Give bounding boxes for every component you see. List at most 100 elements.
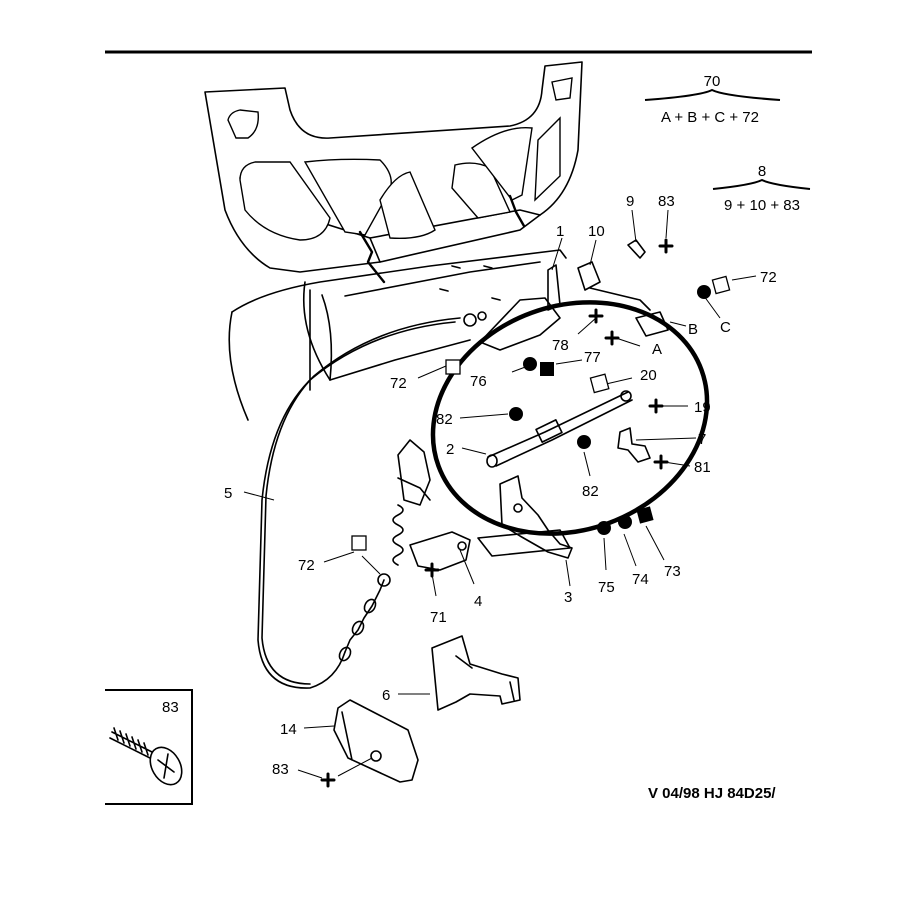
label-14: 14 xyxy=(280,721,297,738)
rear-body-shell xyxy=(228,249,567,421)
panel-cutout-3 xyxy=(379,171,436,240)
symbols xyxy=(320,238,731,788)
cable-crimp-2 xyxy=(351,620,365,636)
bracket xyxy=(431,635,521,711)
lock-mechanism xyxy=(477,475,573,559)
label-72: 72 xyxy=(298,557,315,574)
panel-cutout-1 xyxy=(239,161,331,241)
label-7: 7 xyxy=(698,431,706,448)
label-83: 83 xyxy=(658,193,675,210)
label-72: 72 xyxy=(390,375,407,392)
label-A: A xyxy=(652,341,662,358)
label-3: 3 xyxy=(564,589,572,606)
formula-70: 70 A + B + C + 72 xyxy=(644,73,781,126)
panel-strut-right xyxy=(508,194,526,228)
label-72: 72 xyxy=(760,269,777,286)
formula-70-top: 70 xyxy=(704,73,721,90)
open-square-icon xyxy=(351,535,367,551)
label-10: 10 xyxy=(588,223,605,240)
formula-8-top: 8 xyxy=(758,163,766,180)
label-75: 75 xyxy=(598,579,615,596)
label-83: 83 xyxy=(272,761,289,778)
label-20: 20 xyxy=(640,367,657,384)
trim-cover-hole xyxy=(370,750,382,762)
trim-cover xyxy=(333,699,419,783)
filled-dot-icon xyxy=(697,285,711,299)
cable-crimp-3 xyxy=(363,598,377,614)
release-cable xyxy=(257,311,487,689)
filled-dot-icon xyxy=(509,407,523,421)
label-C: C xyxy=(720,319,731,336)
rod-end-right xyxy=(620,390,632,402)
filled-dot-icon xyxy=(618,515,632,529)
label-78: 78 xyxy=(552,337,569,354)
label-1: 1 xyxy=(556,223,564,240)
screw-phillips-slot xyxy=(157,753,175,779)
open-square-icon xyxy=(445,359,461,375)
filled-square-icon xyxy=(540,362,554,376)
label-B: B xyxy=(688,321,698,338)
operating-rod xyxy=(486,390,633,468)
label-76: 76 xyxy=(470,373,487,390)
filled-dot-icon xyxy=(597,521,611,535)
body-slot-3 xyxy=(439,288,449,292)
label-9: 9 xyxy=(626,193,634,210)
body-slot-1 xyxy=(451,265,461,269)
rod-clip xyxy=(617,427,651,463)
cross-icon xyxy=(658,238,674,254)
body-slot-4 xyxy=(491,297,501,301)
part-labels: 1 10 9 83 72 B C A 78 77 76 72 20 19 82 … xyxy=(224,193,777,778)
label-82: 82 xyxy=(582,483,599,500)
inset-label-83: 83 xyxy=(162,699,179,716)
cross-icon xyxy=(588,308,604,324)
cable-end-fitting xyxy=(463,313,477,327)
inset-screw-83: 83 xyxy=(105,689,193,805)
filled-dot-icon xyxy=(523,357,537,371)
tailgate-panel xyxy=(204,61,583,284)
label-74: 74 xyxy=(632,571,649,588)
panel-cutout-4 xyxy=(451,162,512,219)
label-19: 19 xyxy=(694,399,711,416)
reference-code: V 04/98 HJ 84D25/ xyxy=(648,785,776,802)
label-5: 5 xyxy=(224,485,232,502)
leader-lines xyxy=(243,209,757,779)
panel-strut-left xyxy=(358,230,386,284)
formula-8-bottom: 9 + 10 + 83 xyxy=(724,197,800,214)
label-77: 77 xyxy=(584,349,601,366)
cross-icon xyxy=(424,562,440,578)
filled-square-icon xyxy=(636,506,654,524)
filled-dot-icon xyxy=(577,435,591,449)
panel-cutout-5 xyxy=(470,126,533,201)
open-square-icon xyxy=(589,373,610,394)
lock-pivot xyxy=(513,503,523,513)
open-square-icon xyxy=(711,275,731,295)
label-2: 2 xyxy=(446,441,454,458)
label-4: 4 xyxy=(474,593,482,610)
rod-end-left xyxy=(486,454,498,468)
cross-icon xyxy=(648,398,664,414)
lever-spring xyxy=(392,504,404,566)
cable-crimp-1 xyxy=(338,646,352,662)
screw-shank xyxy=(109,727,153,759)
lever-hole xyxy=(457,541,467,551)
formula-8-brace xyxy=(712,178,811,190)
striker-lever xyxy=(392,439,471,571)
label-6: 6 xyxy=(382,687,390,704)
label-71: 71 xyxy=(430,609,447,626)
label-73: 73 xyxy=(664,563,681,580)
formula-70-brace xyxy=(644,88,781,101)
panel-cutout-6 xyxy=(227,109,259,139)
cross-icon xyxy=(320,772,336,788)
label-81: 81 xyxy=(694,459,711,476)
formula-8: 8 9 + 10 + 83 xyxy=(712,163,811,214)
cable-grommet xyxy=(477,311,487,321)
cross-icon xyxy=(604,330,620,346)
panel-cutout-7 xyxy=(551,77,573,101)
screw-head xyxy=(149,746,183,786)
label-82: 82 xyxy=(436,411,453,428)
body-slot-2 xyxy=(483,265,493,269)
cable-end-ball xyxy=(377,573,391,587)
rod-sleeve xyxy=(535,419,563,443)
formula-70-bottom: A + B + C + 72 xyxy=(661,109,759,126)
